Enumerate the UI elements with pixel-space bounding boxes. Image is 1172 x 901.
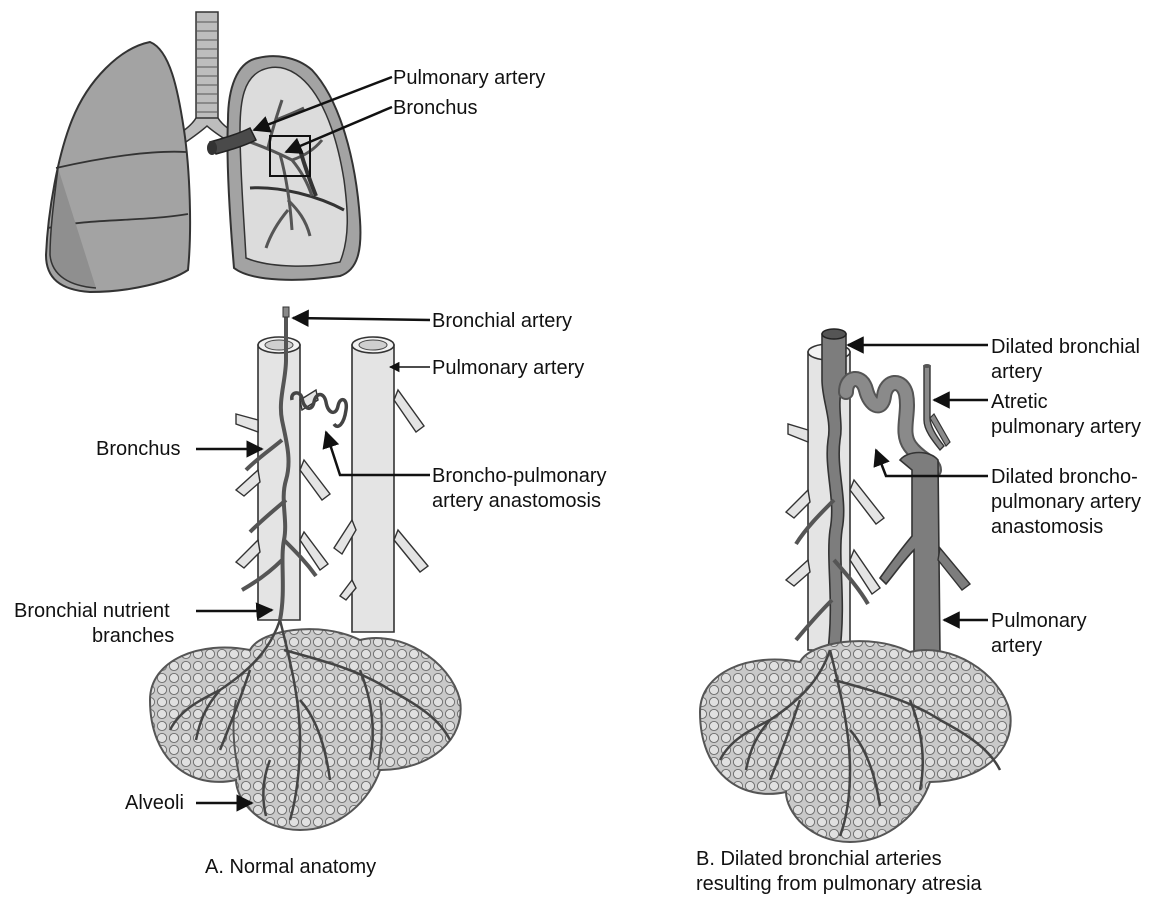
label-b-atretic-line2: pulmonary artery	[991, 416, 1141, 438]
label-b-dilated-anastomosis-line2: pulmonary artery	[991, 491, 1141, 513]
label-a-alveoli: Alveoli	[125, 792, 184, 814]
label-b-dilated-bronchial-line2: artery	[991, 361, 1042, 383]
label-a-pulmonary-artery: Pulmonary artery	[432, 357, 584, 379]
label-a-anastomosis-line2: artery anastomosis	[432, 490, 601, 512]
anastomosis-coil-a	[290, 391, 349, 429]
label-top-pulmonary-artery: Pulmonary artery	[393, 67, 545, 89]
alveoli-b	[698, 640, 1012, 844]
label-a-bronchus: Bronchus	[96, 438, 181, 460]
label-a-nutrient-line2: branches	[92, 625, 174, 647]
label-b-dilated-bronchial-line1: Dilated bronchial	[991, 336, 1140, 358]
label-b-pulmonary-line2: artery	[991, 635, 1042, 657]
pulmonary-artery-top	[208, 126, 258, 155]
panel-b-illustration	[698, 328, 1012, 844]
label-a-bronchial-artery: Bronchial artery	[432, 310, 572, 332]
label-a-nutrient-line1: Bronchial nutrient	[14, 600, 170, 622]
caption-b-line1: B. Dilated bronchial arteries	[696, 848, 942, 870]
bronchial-tree-top	[243, 99, 324, 249]
caption-b-line2: resulting from pulmonary atresia	[696, 873, 983, 895]
pulmonary-artery-a	[333, 336, 430, 633]
label-a-anastomosis-line1: Broncho-pulmonary	[432, 465, 607, 487]
caption-a: A. Normal anatomy	[205, 856, 376, 878]
lungs-illustration	[44, 11, 393, 294]
atretic-pulmonary-artery-b	[923, 364, 951, 452]
bronchial-artery-a	[241, 312, 318, 621]
label-b-dilated-anastomosis-line1: Dilated broncho-	[991, 466, 1138, 488]
right-lung	[44, 40, 192, 294]
inset-box	[269, 135, 311, 177]
panel-a-illustration	[148, 306, 462, 832]
label-b-atretic-line1: Atretic	[991, 391, 1048, 413]
dilated-bronchial-artery-b	[794, 328, 870, 651]
alveoli-a	[148, 619, 462, 832]
label-b-pulmonary-line1: Pulmonary	[991, 610, 1087, 632]
pulmonary-artery-b	[878, 451, 972, 655]
label-top-bronchus: Bronchus	[393, 97, 478, 119]
label-b-dilated-anastomosis-line3: anastomosis	[991, 516, 1103, 538]
